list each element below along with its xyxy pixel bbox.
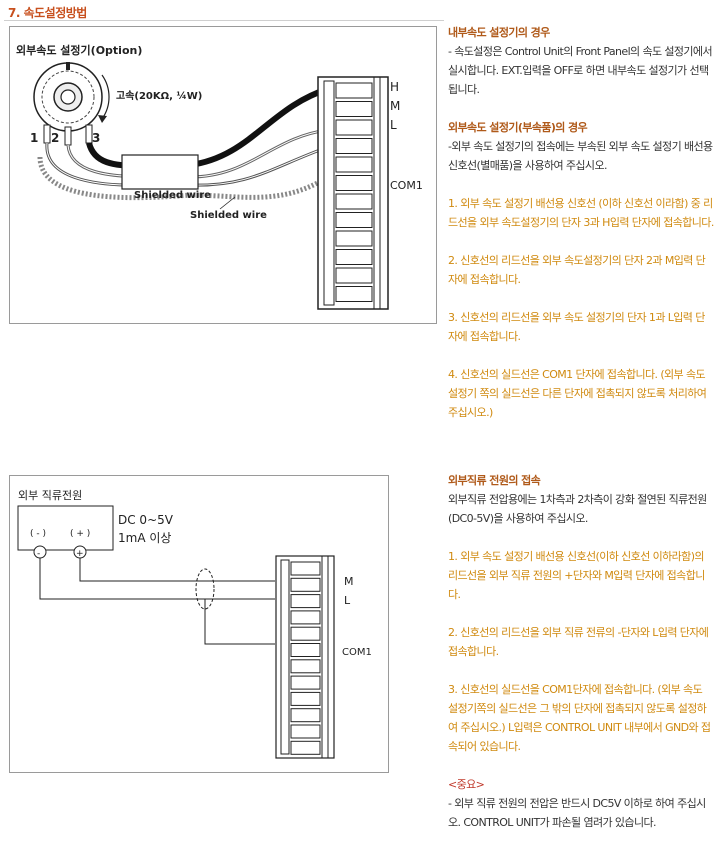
terminal-slot	[335, 119, 373, 136]
terminal-com1-label: COM1	[390, 179, 423, 192]
terminal-slot	[335, 212, 373, 228]
shielded-wire-label-2: Shielded wire	[190, 210, 267, 221]
rotation-arrow-icon	[98, 74, 110, 123]
terminal-slot	[335, 230, 373, 247]
external-setter-heading: 외부속도 설정기(부속품)의 경우	[448, 121, 588, 134]
voltage-label: DC 0~5V	[118, 513, 174, 527]
text-block-2: 외부직류 전원의 접속 외부직류 전압용에는 1차측과 2차측이 강화 절연된 …	[448, 471, 714, 832]
terminal-m-label: M	[390, 99, 400, 113]
terminal-com1-label-2: COM1	[342, 647, 372, 658]
shield-sleeve	[121, 154, 199, 190]
terminal-slot	[290, 708, 321, 723]
dc-power-heading: 외부직류 전원의 접속	[448, 474, 541, 487]
step-2: 2. 신호선의 리드선을 외부 속도설정기의 단자 2과 M입력 단자에 접속합…	[448, 254, 706, 286]
terminal-h-label: H	[390, 80, 399, 94]
terminal-slot	[335, 82, 373, 99]
terminal-l-label: L	[390, 118, 397, 132]
terminal-slot	[290, 561, 321, 576]
pin-number-3: 3	[92, 131, 100, 145]
terminal-slot	[290, 675, 321, 690]
step-4: 4. 신호선의 실드선은 COM1 단자에 접속합니다. (외부 속도 설정기 …	[448, 368, 707, 419]
terminal-block	[317, 76, 389, 310]
plus-sign: +	[76, 549, 84, 559]
important-body: - 외부 직류 전원의 전압은 반드시 DC5V 이하로 하여 주십시오. CO…	[448, 797, 706, 829]
dc-power-body: 외부직류 전압용에는 1차측과 2차측이 강화 절연된 직류전원(DC0-5V)…	[448, 493, 707, 525]
terminal-slot	[335, 249, 373, 265]
terminal-slot	[335, 175, 373, 191]
internal-setter-heading: 내부속도 설정기의 경우	[448, 26, 550, 39]
terminal-block-2	[275, 555, 335, 759]
terminal-l-label-2: L	[344, 594, 351, 607]
minus-paren-label: ( - )	[30, 529, 46, 539]
terminal-slot	[335, 193, 373, 210]
shielded-wire-label-1: Shielded wire	[134, 190, 211, 201]
dc-step-3: 3. 신호선의 실드선을 COM1단자에 접속합니다. (외부 속도 설정기쪽의…	[448, 683, 711, 753]
terminal-slot	[290, 724, 321, 739]
dc-step-2: 2. 신호선의 리드선을 외부 직류 전류의 -단자와 L입력 단자에 접속합니…	[448, 626, 709, 658]
terminal-slot	[335, 101, 373, 117]
plus-paren-label: ( + )	[70, 529, 90, 539]
external-setter-body: -외부 속도 설정기의 접속에는 부속된 외부 속도 설정기 배선용 신호선(별…	[448, 140, 713, 172]
resistor-label: 고속(20KΩ, ¼W)	[116, 90, 202, 102]
dc-power-box	[17, 505, 114, 551]
text-block-1: 내부속도 설정기의 경우 - 속도설정은 Control Unit의 Front…	[448, 23, 714, 422]
terminal-slot	[290, 643, 321, 657]
terminal-slot	[290, 594, 321, 609]
signal-wires	[37, 86, 330, 201]
terminal-slot	[290, 691, 321, 706]
dc-step-1: 1. 외부 속도 설정기 배선용 신호선(이하 신호선 이하라함)의 리드선을 …	[448, 550, 705, 601]
step-1: 1. 외부 속도 설정기 배선용 신호선 (이하 신호선 이라함) 중 리드선을…	[448, 197, 714, 229]
terminal-slot	[335, 267, 373, 284]
dc-wires	[39, 558, 275, 645]
current-label: 1mA 이상	[118, 531, 171, 545]
terminal-slot	[335, 138, 373, 154]
pin-number-1: 1	[30, 131, 38, 145]
important-heading: <중요>	[448, 778, 485, 791]
terminal-slot	[335, 286, 373, 302]
title-divider	[4, 20, 444, 21]
minus-sign: -	[37, 549, 40, 559]
step-3: 3. 신호선의 리드선을 외부 속도 설정기의 단자 1과 L입력 단자에 접속…	[448, 311, 705, 343]
external-setter-wiring-figure: 외부속도 설정기(Option) 고속(20KΩ, ¼W) 1 2 3	[9, 26, 437, 324]
internal-setter-body: - 속도설정은 Control Unit의 Front Panel의 속도 설정…	[448, 45, 713, 96]
terminal-slot	[290, 626, 321, 641]
external-setter-label: 외부속도 설정기(Option)	[16, 43, 142, 57]
external-dc-wiring-figure: 외부 직류전원 ( - ) ( + ) - + DC 0~5V 1mA 이상 M…	[9, 475, 389, 773]
terminal-slot	[290, 659, 321, 674]
terminal-slot	[335, 156, 373, 173]
potentiometer-icon	[33, 62, 103, 132]
terminal-slot	[290, 577, 321, 592]
pin-number-2: 2	[51, 131, 59, 145]
terminal-slot	[290, 740, 321, 755]
section-title: 7. 속도설정방법	[8, 6, 87, 20]
power-label: 외부 직류전원	[18, 489, 82, 502]
terminal-slot	[290, 610, 321, 625]
terminal-m-label-2: M	[344, 575, 354, 588]
